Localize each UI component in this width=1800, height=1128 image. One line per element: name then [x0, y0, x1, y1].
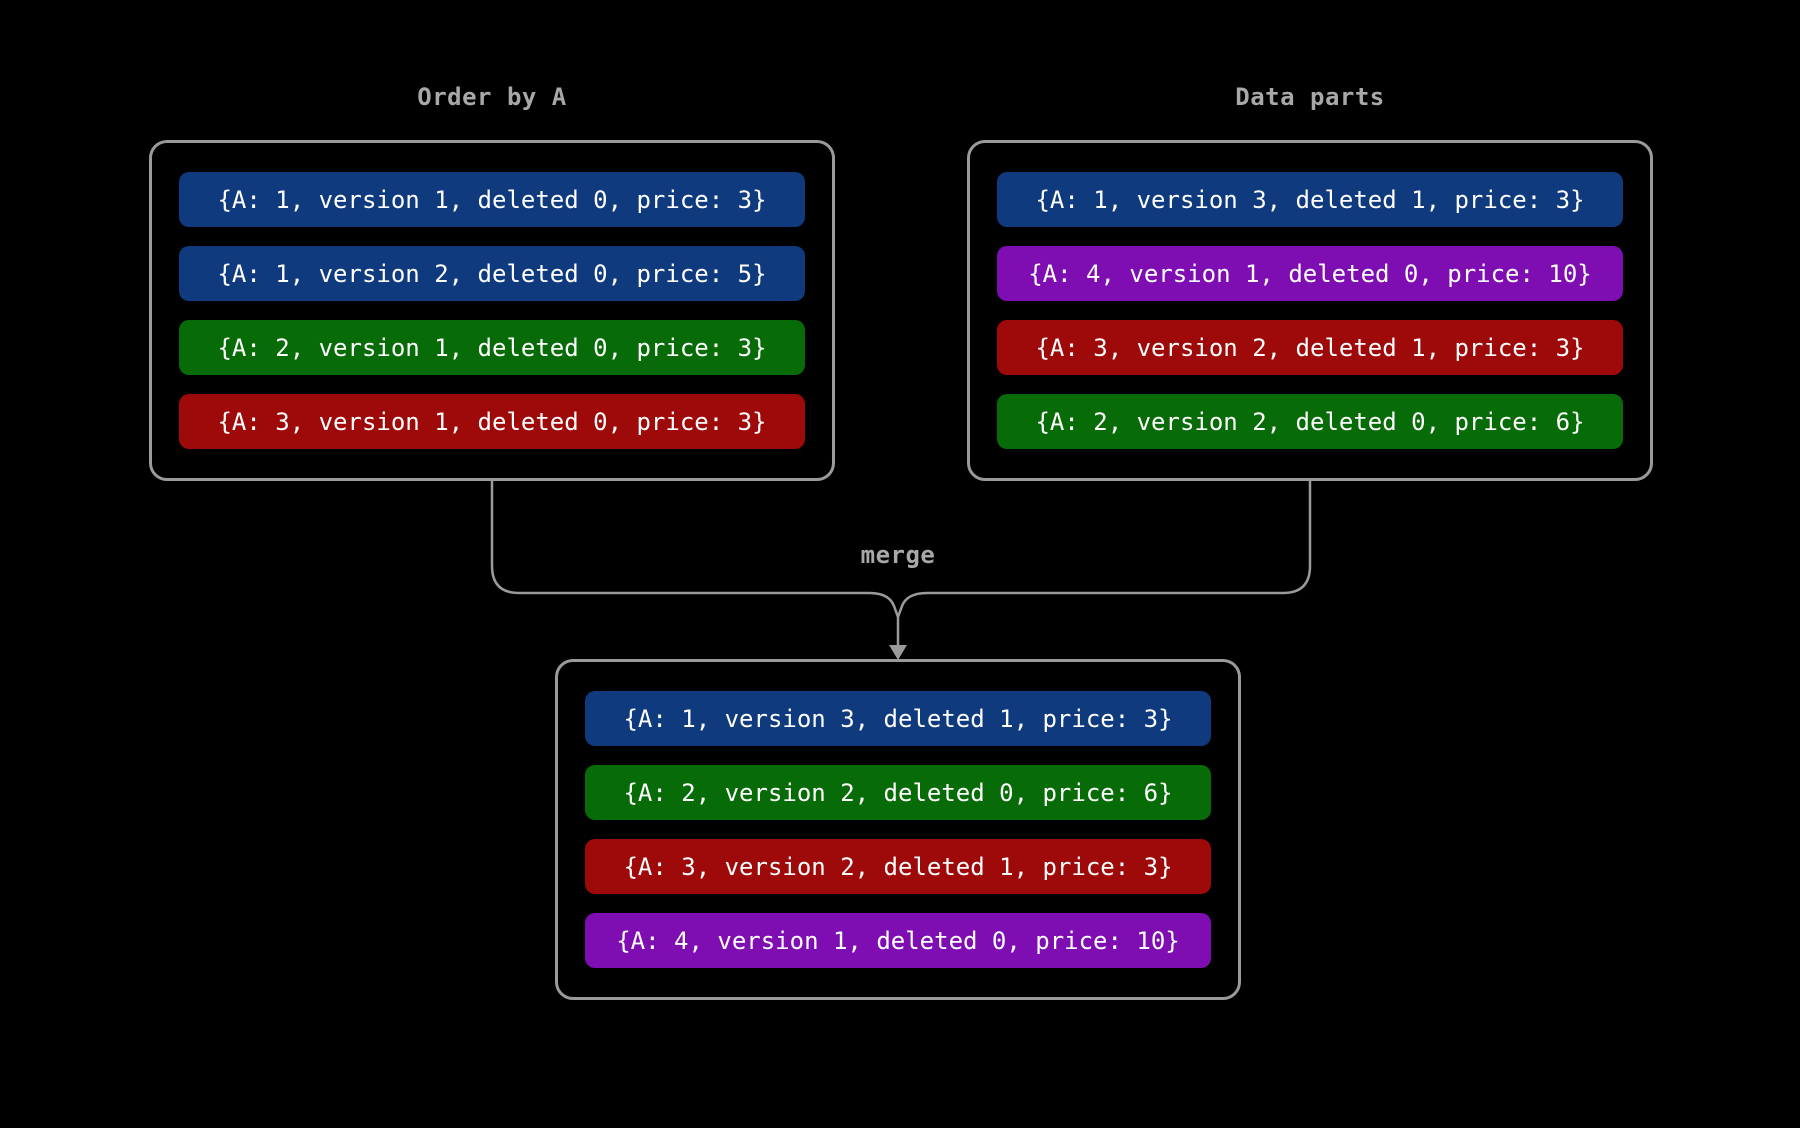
data-row: {A: 1, version 3, deleted 1, price: 3}	[585, 691, 1211, 746]
data-parts-box: {A: 1, version 3, deleted 1, price: 3} {A…	[967, 140, 1653, 481]
data-row: {A: 1, version 2, deleted 0, price: 5}	[179, 246, 805, 301]
arrow-down-icon	[889, 645, 907, 660]
data-row: {A: 3, version 2, deleted 1, price: 3}	[585, 839, 1211, 894]
data-row: {A: 3, version 1, deleted 0, price: 3}	[179, 394, 805, 449]
data-row: {A: 1, version 3, deleted 1, price: 3}	[997, 172, 1623, 227]
order-by-a-box: {A: 1, version 1, deleted 0, price: 3} {A…	[149, 140, 835, 481]
data-row: {A: 2, version 2, deleted 0, price: 6}	[585, 765, 1211, 820]
data-row: {A: 2, version 2, deleted 0, price: 6}	[997, 394, 1623, 449]
data-row: {A: 4, version 1, deleted 0, price: 10}	[585, 913, 1211, 968]
merge-label: merge	[860, 541, 936, 569]
merged-box: {A: 1, version 3, deleted 1, price: 3} {A…	[555, 659, 1241, 1000]
data-row: {A: 1, version 1, deleted 0, price: 3}	[179, 172, 805, 227]
data-parts-title: Data parts	[1235, 83, 1385, 111]
data-row: {A: 4, version 1, deleted 0, price: 10}	[997, 246, 1623, 301]
order-by-a-title: Order by A	[417, 83, 567, 111]
data-row: {A: 2, version 1, deleted 0, price: 3}	[179, 320, 805, 375]
data-row: {A: 3, version 2, deleted 1, price: 3}	[997, 320, 1623, 375]
